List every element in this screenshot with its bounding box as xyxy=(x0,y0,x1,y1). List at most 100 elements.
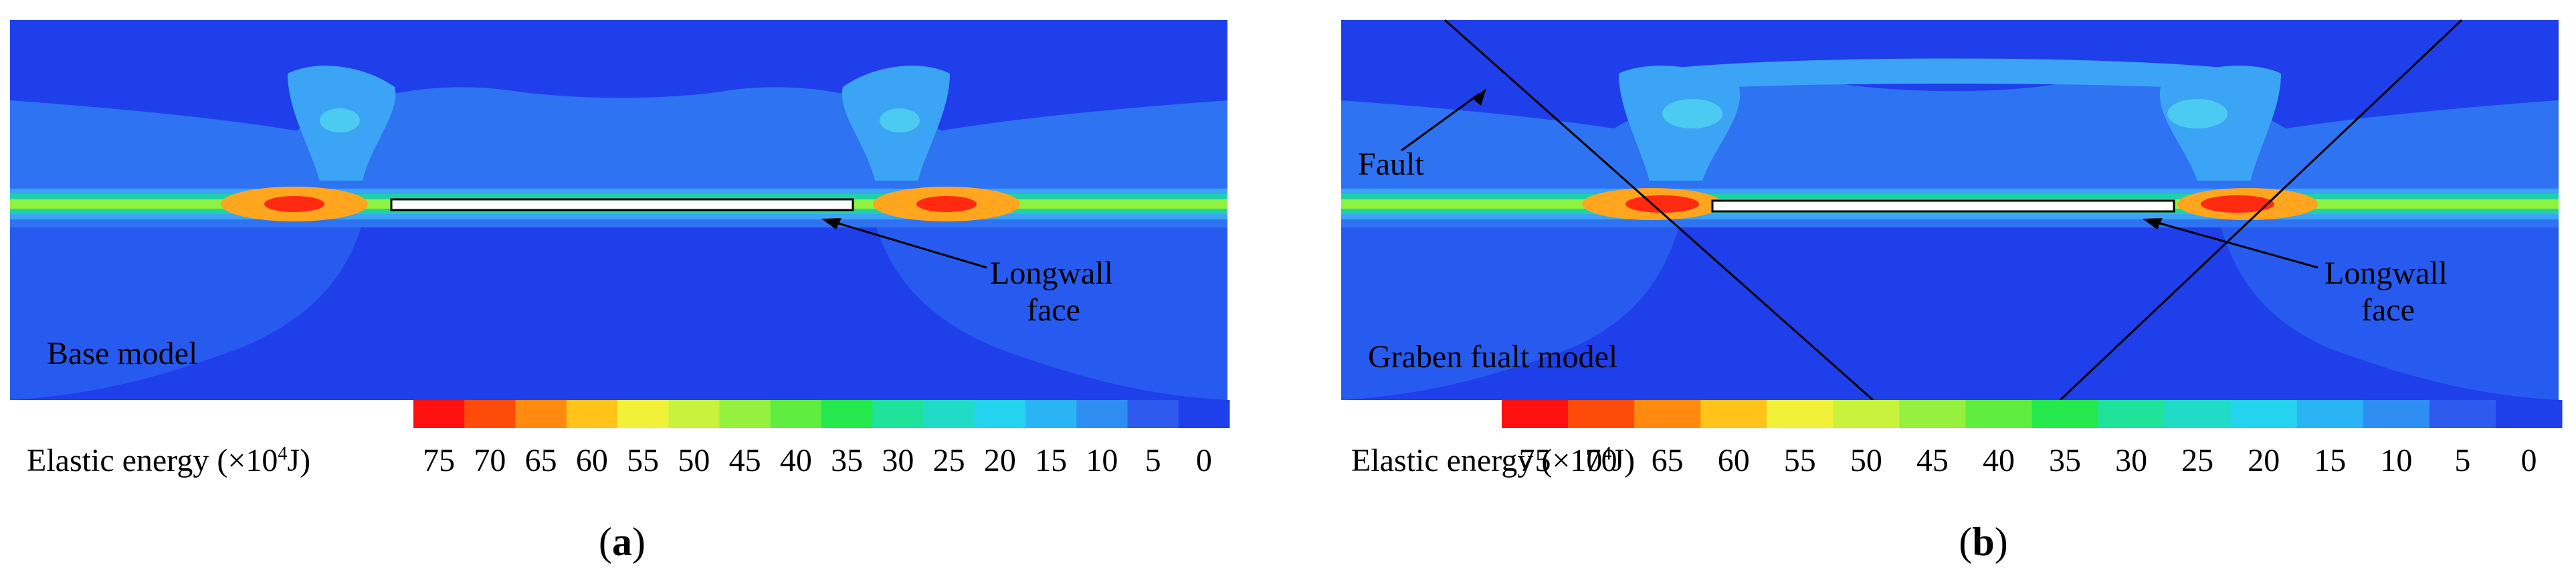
color-scale-swatch xyxy=(1076,400,1128,428)
fault-label: Fault xyxy=(1358,146,1424,182)
longwall-arrowhead-b xyxy=(2143,218,2163,229)
color-scale-tick-label: 35 xyxy=(831,443,864,478)
color-scale-tick-label: 55 xyxy=(1783,443,1816,478)
color-scale-swatch xyxy=(1127,400,1179,428)
fault-line-left xyxy=(1444,19,1874,401)
color-scale-swatch xyxy=(1634,400,1701,428)
contour-pillar-left-core xyxy=(1662,99,1722,128)
color-scale-swatch xyxy=(413,400,465,428)
model-label-a: Base model xyxy=(47,336,198,371)
color-scale-tick-label: 5 xyxy=(1145,443,1161,478)
color-scale-tick-label: 0 xyxy=(2520,443,2537,478)
color-scale-tick-label: 55 xyxy=(627,443,660,478)
color-scale-swatch xyxy=(719,400,771,428)
energy-peak-right-core xyxy=(916,196,977,212)
model-label-b: Graben fualt model xyxy=(1368,339,1618,375)
color-scale-tick-label: 15 xyxy=(1035,443,1068,478)
color-scale-tick-label: 35 xyxy=(2049,443,2082,478)
color-scale-swatch xyxy=(770,400,822,428)
contour-zone-top-right xyxy=(920,100,1227,181)
energy-peak-right-core xyxy=(2201,195,2274,213)
energy-contour-plot-a xyxy=(10,20,1230,428)
longwall-label-a-line1: Longwall xyxy=(990,256,1113,291)
color-scale-tick-label: 20 xyxy=(2248,443,2280,478)
contour-arch-band xyxy=(1632,58,2268,94)
caption-a: (a) xyxy=(599,520,646,564)
longwall-arrowhead-a xyxy=(821,218,841,229)
color-scale-swatch xyxy=(515,400,567,428)
color-scale-swatch xyxy=(1502,400,1569,428)
color-scale-tick-label: 10 xyxy=(1086,443,1118,478)
color-scale-tick-label: 30 xyxy=(2115,443,2148,478)
contour-pillar-right-core xyxy=(2167,99,2227,128)
color-scale-swatch xyxy=(2429,400,2496,428)
color-scale-tick-label: 70 xyxy=(1585,443,1617,478)
color-scale-b xyxy=(1502,400,2563,428)
color-scale-tick-label: 25 xyxy=(2181,443,2214,478)
color-scale-swatch xyxy=(2363,400,2430,428)
contour-zone-lower-right xyxy=(876,227,1227,400)
color-scale-swatch xyxy=(1767,400,1834,428)
color-scale-tick-label: 30 xyxy=(882,443,914,478)
panel-a: Base model Longwall face Elastic energy … xyxy=(0,0,1271,588)
fault-line-right xyxy=(2059,19,2463,401)
contour-pillar-left xyxy=(1619,66,1741,194)
color-scale-swatch xyxy=(566,400,618,428)
color-scale-tick-label: 75 xyxy=(1518,443,1551,478)
color-scale-tick-label: 40 xyxy=(779,443,812,478)
longwall-face-a xyxy=(390,198,854,211)
color-scale-swatch xyxy=(464,400,516,428)
color-scale-swatch xyxy=(2164,400,2232,428)
contour-zone-center-dome xyxy=(281,87,957,187)
color-scale-swatch xyxy=(617,400,669,428)
longwall-label-a-line2: face xyxy=(1027,292,1080,328)
color-scale-tick-label: 15 xyxy=(2314,443,2347,478)
color-scale-swatch xyxy=(1025,400,1077,428)
color-scale-tick-label: 50 xyxy=(1850,443,1882,478)
color-scale-title-b: Elastic energy (×104J) xyxy=(1351,443,1636,478)
longwall-arrow-b xyxy=(2150,219,2318,269)
color-scale-tick-label: 65 xyxy=(1651,443,1684,478)
longwall-arrow-a xyxy=(829,219,987,269)
color-scale-tick-label: 20 xyxy=(983,443,1016,478)
color-scale-swatch xyxy=(2296,400,2364,428)
longwall-label-b-line2: face xyxy=(2361,292,2415,328)
color-scale-tick-label: 75 xyxy=(423,443,456,478)
color-scale-tick-label: 40 xyxy=(1982,443,2015,478)
color-scale-tick-label: 25 xyxy=(932,443,965,478)
color-scale-tick-label: 45 xyxy=(1916,443,1949,478)
color-scale-swatch xyxy=(1568,400,1635,428)
color-scale-swatch xyxy=(1899,400,1966,428)
contour-zone-lower-bowl xyxy=(361,227,876,351)
color-scale-a xyxy=(413,400,1230,428)
color-scale-swatch xyxy=(2032,400,2099,428)
contour-pillar-right-core xyxy=(880,108,920,132)
color-scale-tick-label: 50 xyxy=(678,443,710,478)
color-scale-tick-label: 65 xyxy=(524,443,557,478)
color-scale-swatch xyxy=(2098,400,2165,428)
contour-zone-lower-right xyxy=(2221,227,2559,400)
contour-zone-lower-left xyxy=(1341,227,1679,400)
contour-zone-top-left xyxy=(10,100,318,181)
longwall-face-b xyxy=(1711,199,2175,213)
color-scale-swatch xyxy=(1700,400,1767,428)
color-scale-tick-label: 70 xyxy=(474,443,506,478)
panel-b: Fault Graben fualt model Longwall face E… xyxy=(1331,0,2576,588)
contour-zone-top-right xyxy=(2251,100,2559,181)
energy-peak-left-core xyxy=(1625,195,1699,213)
fault-arrow xyxy=(1401,92,1480,152)
color-scale-tick-label: 60 xyxy=(575,443,608,478)
contour-zone-lower-left xyxy=(10,227,361,400)
color-scale-swatch xyxy=(2495,400,2563,428)
color-scale-swatch xyxy=(1178,400,1230,428)
contour-pillar-left-core xyxy=(320,108,360,132)
color-scale-tick-label: 45 xyxy=(728,443,761,478)
contour-zone-top-left xyxy=(1341,100,1649,181)
color-scale-swatch xyxy=(668,400,720,428)
energy-peak-left-core xyxy=(264,196,324,212)
color-scale-tick-label: 60 xyxy=(1717,443,1750,478)
color-scale-tick-label: 5 xyxy=(2454,443,2471,478)
contour-zone-center-dome xyxy=(1605,80,2294,188)
color-scale-swatch xyxy=(821,400,873,428)
longwall-label-b-line1: Longwall xyxy=(2324,256,2448,291)
